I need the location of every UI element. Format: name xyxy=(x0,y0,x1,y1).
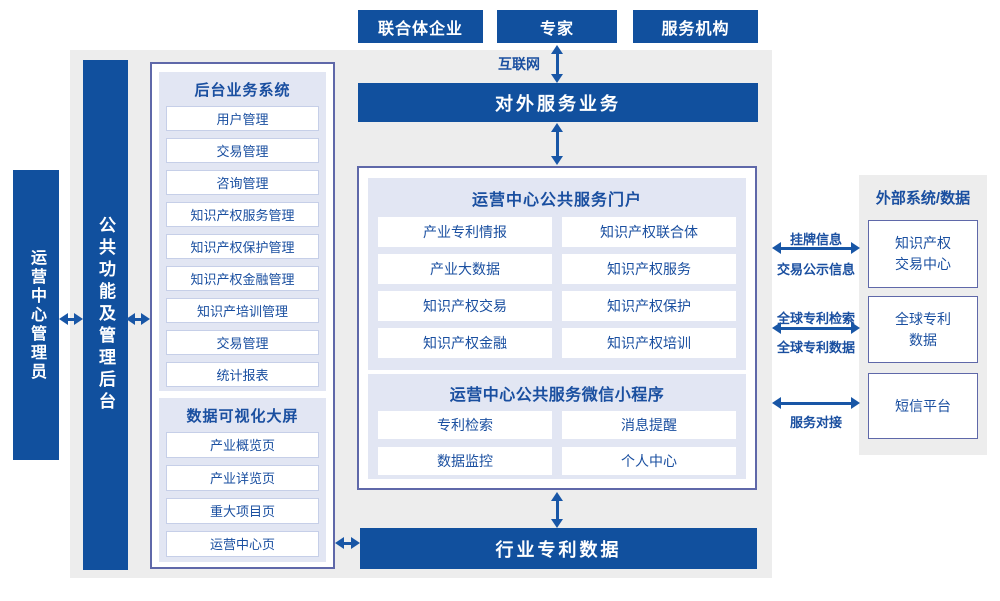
backend-system-title: 后台业务系统 xyxy=(194,82,291,99)
backend-item: 统计报表 xyxy=(166,362,319,387)
portal-item: 产业专利情报 xyxy=(378,217,552,247)
backend-item: 咨询管理 xyxy=(166,170,319,195)
service-connect-label: 服务对接 xyxy=(789,415,842,430)
backend-item: 知识产权保护管理 xyxy=(166,234,319,259)
actor-box-consortium: 联合体企业 xyxy=(358,10,483,43)
external-systems-title: 外部系统/数据 xyxy=(875,190,971,207)
external-box-sms-platform: 短信平台 xyxy=(868,373,978,439)
portal-link-arrow xyxy=(551,123,563,165)
internet-label: 互联网 xyxy=(498,56,540,72)
visualization-title: 数据可视化大屏 xyxy=(186,408,299,425)
backend-system-section: 后台业务系统 用户管理 交易管理 咨询管理 知识产权服务管理 知识产权保护管理 … xyxy=(159,72,326,391)
portal-item: 知识产权交易 xyxy=(378,291,552,321)
trade-publicity-label: 交易公示信息 xyxy=(776,262,855,277)
admin-box: 运营中心管理员 xyxy=(13,170,59,460)
portal-section: 运营中心公共服务门户 产业专利情报 知识产权联合体 产业大数据 知识产权服务 知… xyxy=(368,178,746,370)
portal-item: 知识产权联合体 xyxy=(562,217,736,247)
portal-item: 知识产权服务 xyxy=(562,254,736,284)
backend-item: 知识产培训管理 xyxy=(166,298,319,323)
actor-box-agency: 服务机构 xyxy=(633,10,758,43)
visualization-item: 重大项目页 xyxy=(166,498,319,524)
miniprogram-title: 运营中心公共服务微信小程序 xyxy=(449,387,665,404)
industry-patent-bar: 行业专利数据 xyxy=(360,528,757,569)
listing-link-arrow xyxy=(772,242,860,254)
internet-link-arrow xyxy=(551,45,563,83)
miniprogram-item: 专利检索 xyxy=(378,411,552,439)
portal-panel: 运营中心公共服务门户 产业专利情报 知识产权联合体 产业大数据 知识产权服务 知… xyxy=(357,166,757,490)
visualization-link-arrow xyxy=(335,537,360,549)
visualization-item: 运营中心页 xyxy=(166,531,319,557)
actor-box-expert: 专家 xyxy=(497,10,617,43)
backend-item: 交易管理 xyxy=(166,138,319,163)
listing-info-label: 挂牌信息 xyxy=(789,232,842,247)
backend-item: 知识产权金融管理 xyxy=(166,266,319,291)
common-backend-bar: 公共功能及管理后台 xyxy=(83,60,128,570)
visualization-section: 数据可视化大屏 产业概览页 产业详览页 重大项目页 运营中心页 xyxy=(159,398,326,562)
backend-item: 用户管理 xyxy=(166,106,319,131)
service-link-arrow xyxy=(772,397,860,409)
miniprogram-item: 个人中心 xyxy=(562,447,736,475)
portal-item: 知识产权金融 xyxy=(378,328,552,358)
portal-item: 知识产权保护 xyxy=(562,291,736,321)
backend-item: 知识产权服务管理 xyxy=(166,202,319,227)
global-data-label: 全球专利数据 xyxy=(776,340,855,355)
portal-title: 运营中心公共服务门户 xyxy=(471,192,642,209)
external-box-ip-trade-center: 知识产权 交易中心 xyxy=(868,220,978,288)
miniprogram-item: 消息提醒 xyxy=(562,411,736,439)
portal-item: 产业大数据 xyxy=(378,254,552,284)
visualization-item: 产业概览页 xyxy=(166,432,319,458)
backend-panel: 后台业务系统 用户管理 交易管理 咨询管理 知识产权服务管理 知识产权保护管理 … xyxy=(150,62,335,569)
backend-panel-arrow xyxy=(126,313,150,325)
external-systems-panel: 外部系统/数据 知识产权 交易中心 全球专利 数据 短信平台 xyxy=(859,175,987,455)
visualization-item: 产业详览页 xyxy=(166,465,319,491)
portal-item: 知识产权培训 xyxy=(562,328,736,358)
data-link-arrow xyxy=(551,492,563,528)
miniprogram-item: 数据监控 xyxy=(378,447,552,475)
admin-backend-arrow xyxy=(59,313,83,325)
miniprogram-section: 运营中心公共服务微信小程序 专利检索 消息提醒 数据监控 个人中心 xyxy=(368,374,746,479)
external-service-bar: 对外服务业务 xyxy=(358,83,758,122)
backend-item: 交易管理 xyxy=(166,330,319,355)
external-box-global-patent-data: 全球专利 数据 xyxy=(868,296,978,363)
global-search-label: 全球专利检索 xyxy=(776,311,855,326)
patent-link-arrow xyxy=(772,322,860,334)
